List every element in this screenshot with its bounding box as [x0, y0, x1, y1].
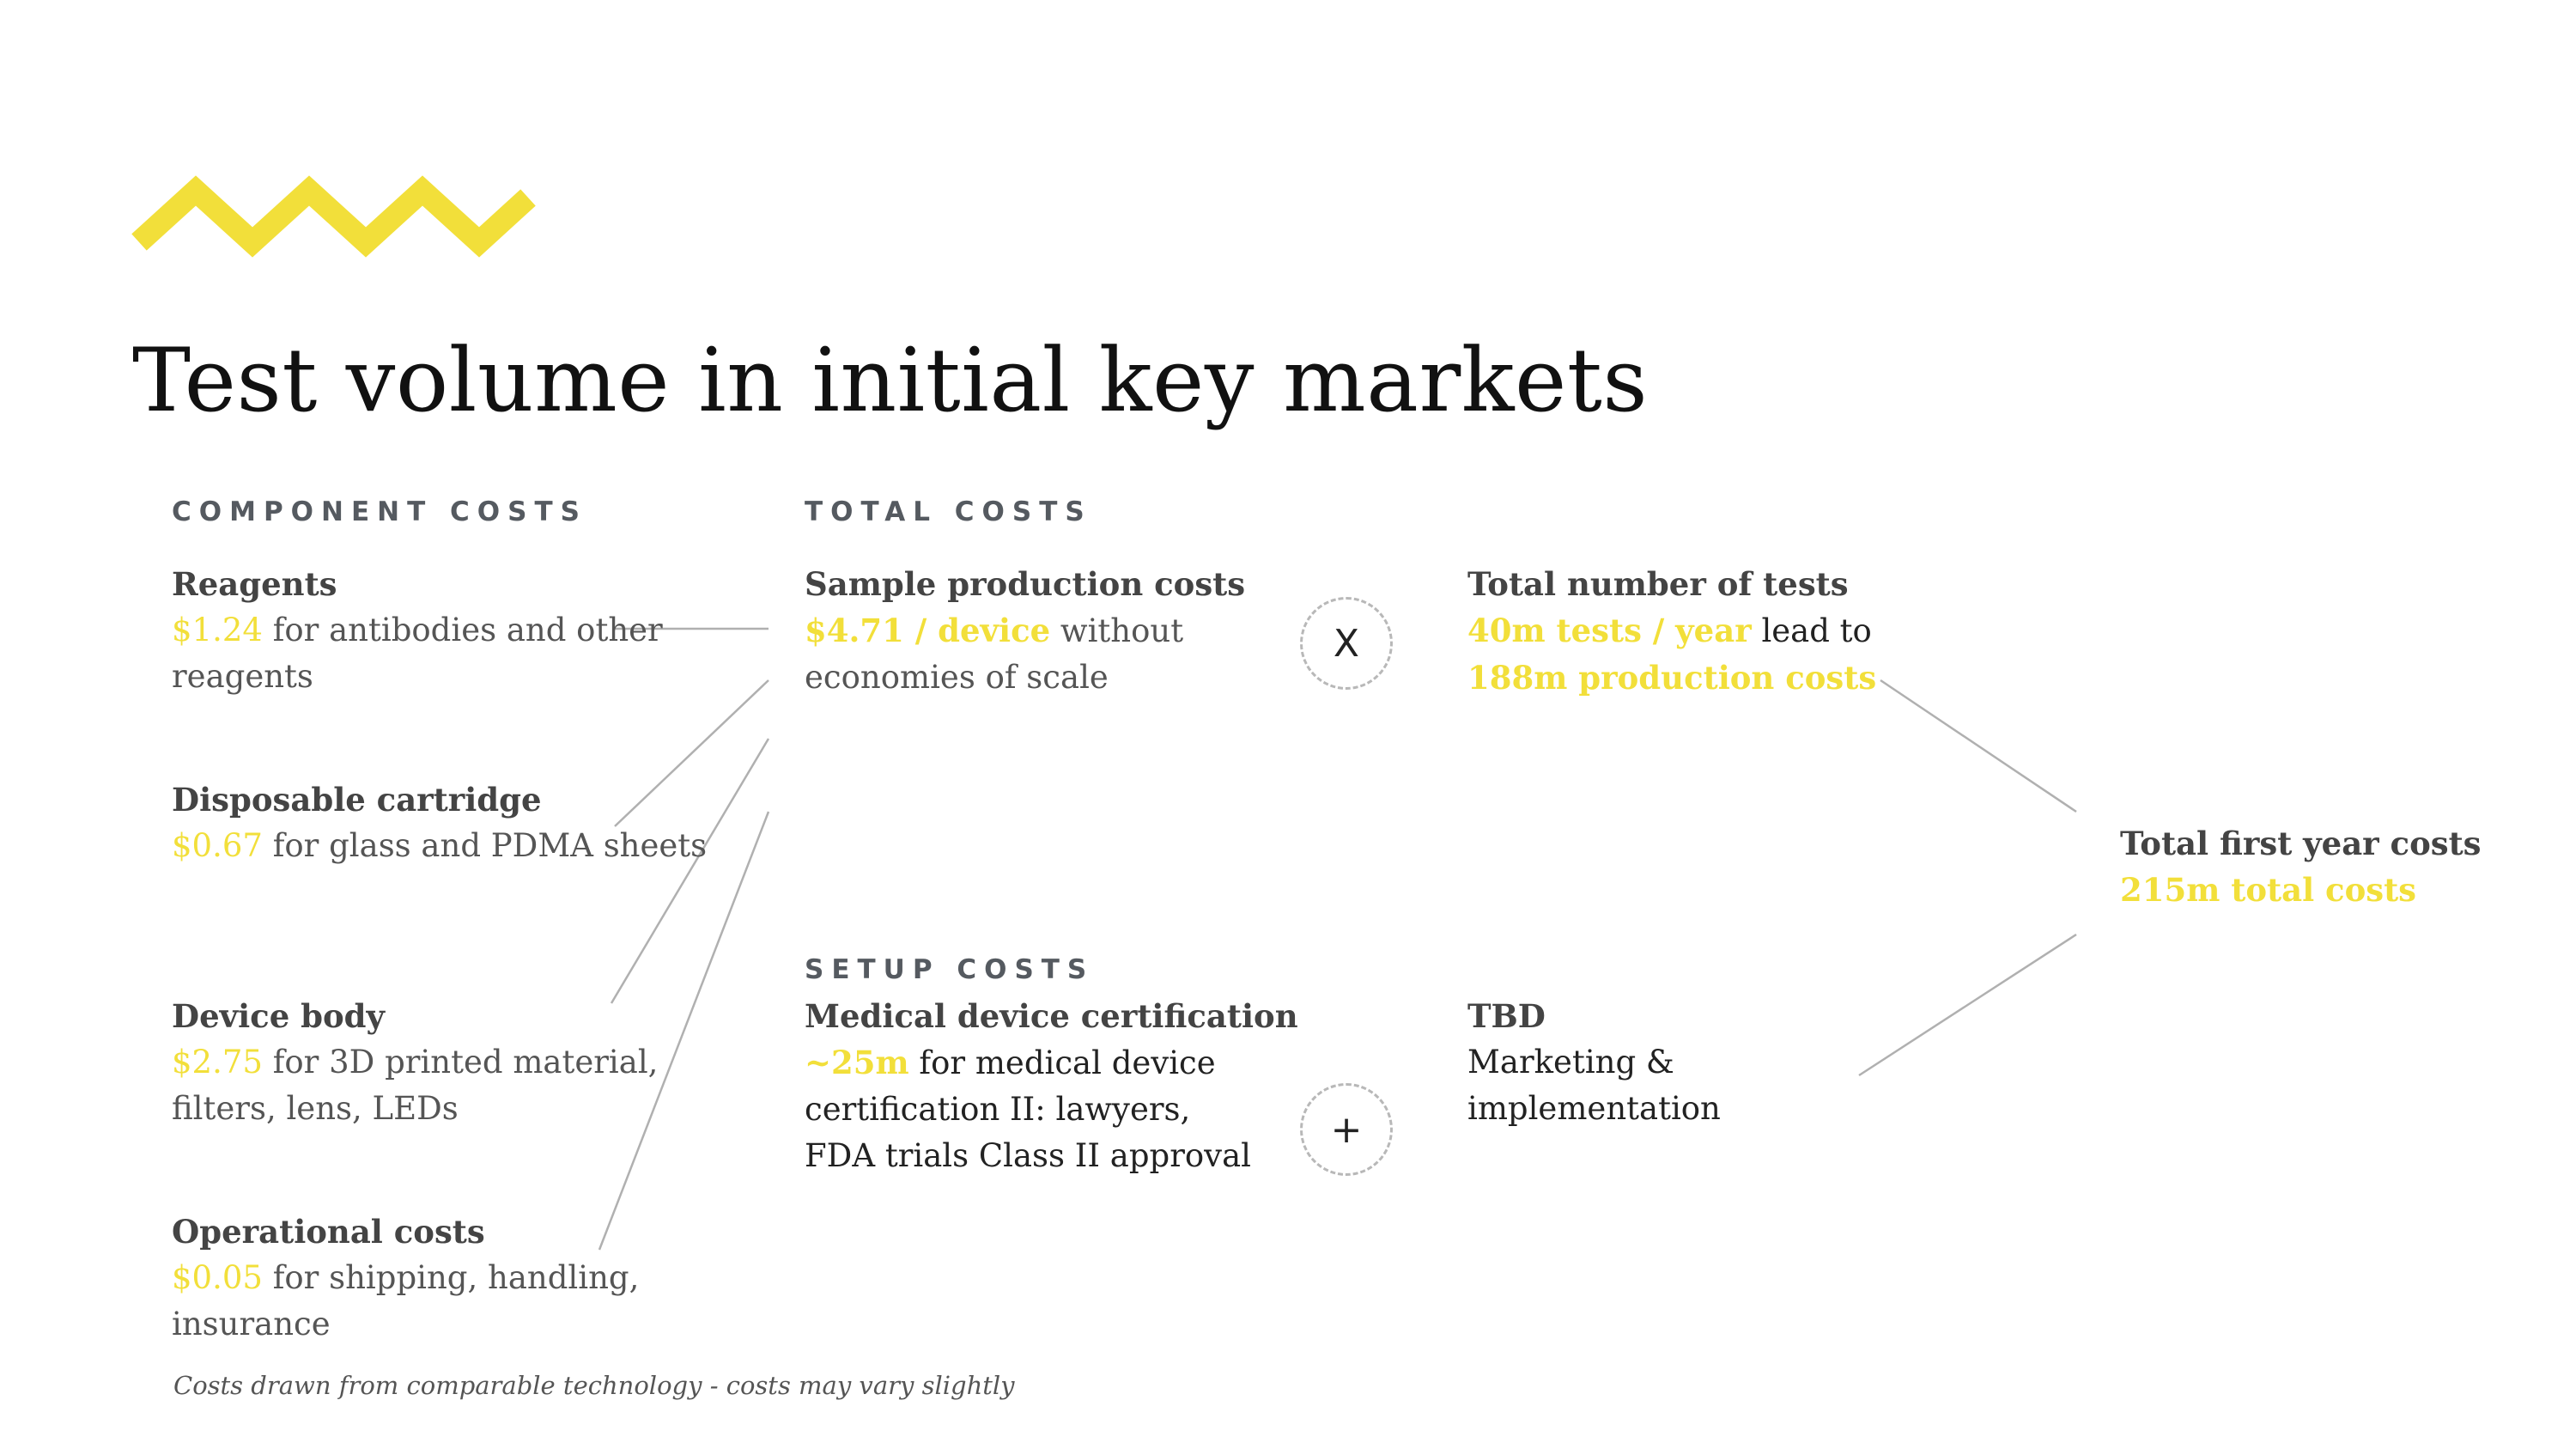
sample-production-text-2: economies of scale: [805, 659, 1109, 696]
component-operational-text: for shipping, handling,: [262, 1259, 640, 1296]
setup-text-2: certification II: lawyers,: [805, 1091, 1191, 1128]
setup-text: for medical device: [908, 1044, 1216, 1081]
connector-tbd-total: [1858, 933, 2077, 1077]
component-reagents-head: Reagents: [172, 565, 337, 603]
connector-tests-total: [1880, 679, 2077, 813]
component-cartridge: Disposable cartridge $0.67 for glass and…: [172, 776, 707, 869]
sample-production-costs: Sample production costs $4.71 / device w…: [805, 561, 1245, 701]
component-cartridge-head: Disposable cartridge: [172, 781, 542, 819]
component-operational: Operational costs $0.05 for shipping, ha…: [172, 1209, 639, 1348]
total-first-year-head: Total first year costs: [2120, 825, 2482, 862]
component-device-body: Device body $2.75 for 3D printed materia…: [172, 993, 658, 1132]
component-operational-text-2: insurance: [172, 1306, 331, 1342]
tbd-text-2: implementation: [1467, 1090, 1721, 1127]
total-tests-head: Total number of tests: [1467, 565, 1849, 603]
total-tests-text: lead to: [1751, 612, 1872, 649]
multiply-operator-icon: X: [1300, 597, 1393, 690]
setup-text-3: FDA trials Class II approval: [805, 1137, 1251, 1174]
total-tests-amount: 40m tests / year: [1467, 612, 1752, 649]
total-tests-production-costs: 188m production costs: [1467, 659, 1877, 697]
component-cartridge-text: for glass and PDMA sheets: [262, 827, 708, 864]
section-label-total-costs: TOTAL COSTS: [805, 496, 1092, 527]
component-device-body-head: Device body: [172, 997, 386, 1035]
sample-production-head: Sample production costs: [805, 565, 1246, 603]
sample-production-text: without: [1050, 612, 1184, 649]
total-first-year-costs: Total first year costs 215m total costs: [2120, 820, 2482, 914]
component-cartridge-amount: $0.67: [172, 827, 263, 864]
component-device-body-text-2: filters, lens, LEDs: [172, 1090, 459, 1127]
section-label-component-costs: COMPONENT COSTS: [172, 496, 587, 527]
page-title: Test volume in initial key markets: [132, 330, 1649, 432]
component-device-body-amount: $2.75: [172, 1044, 263, 1081]
tbd-text: Marketing &: [1467, 1044, 1674, 1081]
total-first-year-amount: 215m total costs: [2120, 871, 2416, 909]
section-label-setup-costs: SETUP COSTS: [805, 954, 1095, 985]
setup-head: Medical device certification: [805, 997, 1298, 1035]
component-device-body-text: for 3D printed material,: [262, 1044, 659, 1081]
plus-operator-icon: +: [1300, 1083, 1393, 1176]
component-reagents: Reagents $1.24 for antibodies and other …: [172, 561, 663, 700]
component-operational-amount: $0.05: [172, 1259, 263, 1296]
component-reagents-text: for antibodies and other: [262, 612, 663, 648]
footnote: Costs drawn from comparable technology -…: [173, 1371, 1015, 1400]
component-reagents-amount: $1.24: [172, 612, 263, 648]
tbd-head: TBD: [1467, 997, 1546, 1035]
total-number-of-tests: Total number of tests 40m tests / year l…: [1467, 561, 1876, 702]
setup-amount: ~25m: [805, 1044, 909, 1081]
component-reagents-text-2: reagents: [172, 658, 313, 695]
tbd-marketing: TBD Marketing & implementation: [1467, 993, 1721, 1132]
zigzag-logo-icon: [131, 175, 536, 258]
setup-costs: Medical device certification ~25m for me…: [805, 993, 1298, 1179]
sample-production-amount: $4.71 / device: [805, 612, 1051, 649]
component-operational-head: Operational costs: [172, 1213, 485, 1251]
